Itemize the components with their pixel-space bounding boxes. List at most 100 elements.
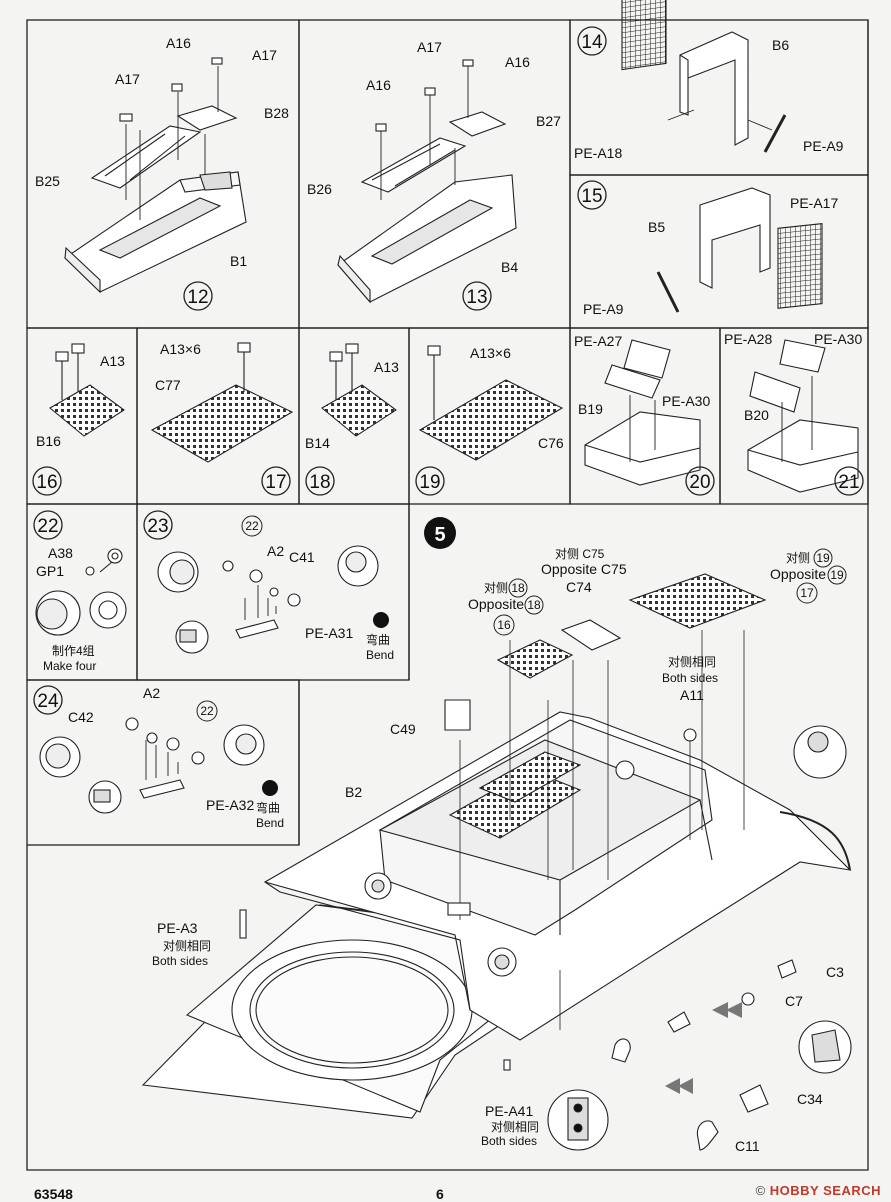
label: PE-A31 [305,625,353,641]
step-23 [157,545,379,654]
step-17 [150,342,294,463]
label: A13 [374,359,399,375]
label: PE-A28 [724,331,772,347]
label: A2 [267,543,284,559]
label: B26 [307,181,332,197]
step-15 [656,187,823,313]
step-number: 22 [37,516,58,537]
label-a11-en: Both sides [662,671,718,685]
step-number-circle [685,466,715,496]
step-number: 15 [581,186,602,207]
label: B25 [35,173,60,189]
ref-circle [508,578,528,598]
label-c7: C7 [785,993,803,1009]
label-s18-cn: 对侧 [484,581,508,595]
step-number: 21 [838,472,859,493]
label-pea41-en: Both sides [481,1134,537,1148]
panel-grid [26,19,869,1171]
step-number-circle [577,180,607,210]
label: C76 [538,435,564,451]
label-c74: C74 [566,579,592,595]
step-number: 18 [309,472,330,493]
label: PE-A9 [803,138,844,154]
step-number: 17 [265,472,286,493]
step-19 [418,345,564,461]
label: A17 [417,39,442,55]
label-pea41: PE-A41 [485,1103,533,1119]
label: B19 [578,401,603,417]
step-number-circle [183,281,213,311]
step-number-circle [305,466,335,496]
watermark-text: HOBBY SEARCH [769,1183,881,1198]
ref-circle [493,614,515,636]
ref-circle [524,595,544,615]
step-number: 16 [36,472,57,493]
label-a11: A11 [680,687,704,703]
label: B5 [648,219,665,235]
bend-icon [373,612,389,628]
ref-number: 17 [800,586,814,600]
label: C42 [68,709,94,725]
bend-cn: 弯曲 [366,632,390,647]
step-number-circle [415,466,445,496]
label: C41 [289,549,315,565]
label: A13×6 [470,345,511,361]
label: B28 [264,105,289,121]
label: C77 [155,377,181,393]
step-number: 12 [187,287,208,308]
label-pea3: PE-A3 [157,920,198,936]
main-step-badge [424,517,456,549]
step-number: 14 [581,32,603,53]
label-s18-en: Opposite [468,596,524,612]
label: A16 [505,54,530,70]
label: B6 [772,37,789,53]
label: A13 [100,353,125,369]
ref-number: 19 [830,568,844,582]
label-pea41-cn: 对侧相同 [491,1120,539,1134]
watermark: © HOBBY SEARCH [756,1183,881,1198]
bend-cn: 弯曲 [256,800,280,815]
ref-number: 18 [511,581,525,595]
label-c11: C11 [735,1138,760,1154]
ref-circle [796,582,818,604]
label-c3: C3 [826,964,844,980]
label: A2 [143,685,160,701]
label-pea3-cn: 对侧相同 [163,939,211,953]
step-21 [747,339,859,493]
step-14 [621,0,787,153]
step-13 [337,59,517,304]
label-s19-en: Opposite [770,566,826,582]
label: PE-A30 [662,393,710,409]
step-24 [39,717,265,814]
ref-circle [196,700,218,722]
label: B27 [536,113,561,129]
label-pea3-en: Both sides [152,954,208,968]
label: B14 [305,435,330,451]
ref-number: 18 [527,598,541,612]
label-c75-cn: 对侧 C75 [555,547,605,561]
bend-icon [262,780,278,796]
ref-circle [813,548,833,568]
bend-en: Bend [256,816,284,830]
label-a11-cn: 对侧相同 [668,655,716,669]
label: B1 [230,253,247,269]
label-s19-cn: 对侧 [786,551,810,565]
step-number-circle [143,510,173,540]
label-c75-en: Opposite C75 [541,561,627,577]
bend-en: Bend [366,648,394,662]
step-number-circle [33,510,63,540]
watermark-mark: © [755,1183,770,1198]
page-number: 6 [436,1186,444,1202]
step-number-circle [462,281,492,311]
note-cn: 制作4组 [52,644,95,658]
step-number: 19 [419,472,440,493]
note-en: Make four [43,659,96,673]
step-20 [584,339,701,486]
label: GP1 [36,563,64,579]
step-number-circle [261,466,291,496]
step-22 [35,548,127,636]
label: PE-A9 [583,301,624,317]
step-number-circle [834,466,864,496]
